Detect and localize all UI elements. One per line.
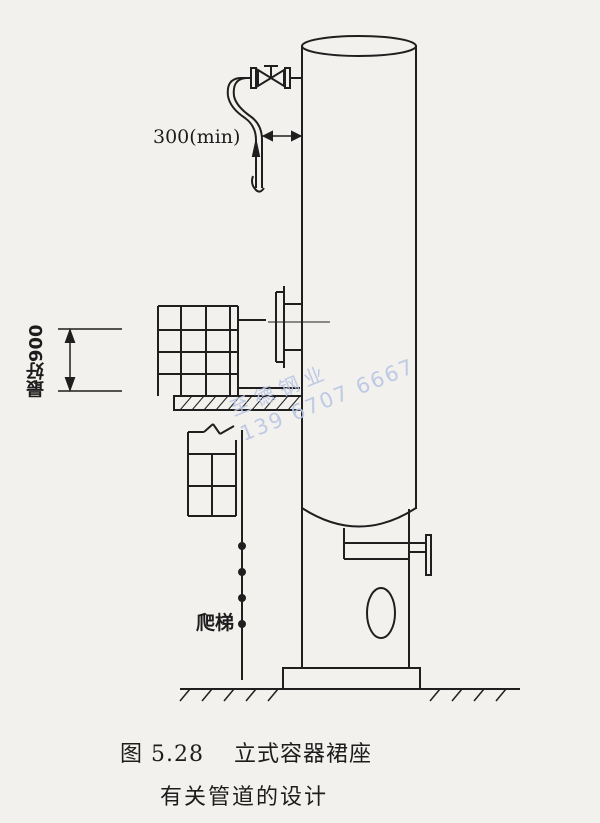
ladder-label: 爬梯 (196, 612, 235, 634)
skirt-nozzle (344, 534, 432, 576)
figure-number: 图 5.28 (120, 742, 204, 767)
skirt (282, 509, 421, 690)
side-nozzle-flange (268, 286, 330, 368)
clearance-label: 300(min) (153, 126, 241, 148)
ladder (238, 430, 246, 680)
preferred-height-dimension (58, 328, 122, 392)
ladder-cage (187, 423, 237, 517)
ground-line (179, 688, 520, 702)
figure-title-line1: 立式容器裙座 (233, 742, 372, 767)
figure-caption-line1: 图 5.28 立式容器裙座 (114, 736, 372, 768)
top-valve-piping (226, 65, 302, 193)
clearance-dimension (261, 130, 303, 142)
platform-deck (173, 395, 303, 411)
platform-railing (157, 305, 300, 397)
preferred-height-label: 最好900 (26, 324, 47, 398)
figure-title-line2: 有关管道的设计 (160, 785, 329, 810)
vessel-shell (301, 35, 417, 668)
